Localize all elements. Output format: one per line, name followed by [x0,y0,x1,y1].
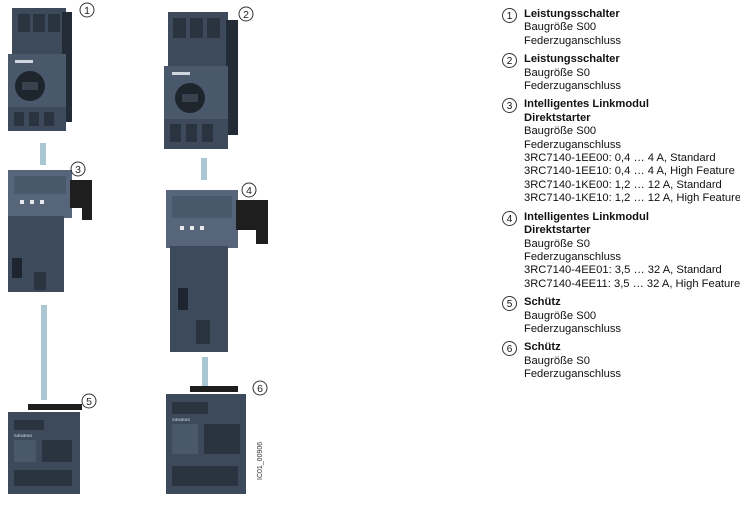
callout-circle-5 [81,393,97,409]
legend-line: Federzuganschluss [524,80,622,93]
legend-line: 3RC7140-1EE10: 0,4 … 4 A, High Feature [524,165,735,178]
legend-number: 2 [502,53,517,69]
legend-line: 3RC7140-4EE01: 3,5 … 32 A, Standard [524,264,722,277]
legend-item-1: 1 Leistungsschalter Baugröße S00 Federzu… [502,8,738,48]
legend-number: 1 [502,8,517,23]
contactor-s00 [8,404,82,494]
link-module-s0 [166,190,268,352]
legend-title: Direktstarter [524,224,591,237]
legend-title: Direktstarter [524,111,591,124]
legend-title: Leistungsschalter [524,8,620,20]
callout-circle-3 [70,161,86,177]
connectors [40,143,208,400]
mounting-bracket [236,200,268,244]
callout-number: 5 [86,396,92,408]
callout-circle-6 [252,380,268,396]
mounting-bracket [70,180,92,220]
legend-line: Federzuganschluss [524,138,622,151]
legend-line: Baugröße S00 [524,21,597,34]
legend-number: 5 [502,296,517,312]
legend-line: Baugröße S0 [524,354,590,367]
link-module-s00 [8,170,92,292]
callout-circle-1 [79,2,95,18]
legend-line: Baugröße S0 [524,237,590,250]
device-assembly-figure: 1 2 3 4 5 6 SIEMENS SIEMENS IC01_00906 [8,2,268,494]
legend-item-3: 3 Intelligentes Linkmodul Direktstarter … [502,98,740,205]
legend-item-2: 2 Leistungsschalter Baugröße S0 Federzug… [502,53,738,93]
legend-line: Baugröße S0 [524,66,590,79]
legend-line: Federzuganschluss [524,250,622,263]
connector-2-4 [201,158,207,180]
legend-title: Schütz [524,341,561,354]
siemens-label [172,72,190,75]
callout-number: 3 [75,164,81,176]
legend-item-4: 4 Intelligentes Linkmodul Direktstarter … [502,210,740,291]
legend-item-5: 5 Schütz Baugröße S00 Federzuganschluss [502,296,738,336]
callout-circle-2 [238,6,254,22]
figure-code-label: IC01_00906 [257,442,264,480]
legend-item-6: 6 Schütz Baugröße S0 Federzuganschluss [502,341,738,381]
callout-number: 2 [243,9,249,21]
legend-line: Baugröße S00 [524,125,597,138]
circuit-breaker-s00 [8,8,72,131]
callout-number: 6 [257,383,263,395]
contactor-s0 [166,386,246,494]
callouts [70,2,268,409]
callout-number: 4 [246,185,252,197]
legend-line: Federzuganschluss [524,34,622,47]
siemens-label: SIEMENS [14,433,32,438]
legend-line: 3RC7140-1EE00: 0,4 … 4 A, Standard [524,152,716,165]
legend: 1 Leistungsschalter Baugröße S00 Federzu… [502,8,740,387]
legend-line: Baugröße S00 [524,309,597,322]
siemens-label: SIEMENS [172,417,190,422]
legend-number: 4 [502,210,517,226]
legend-title: Intelligentes Linkmodul [524,210,649,223]
legend-number: 6 [502,341,517,357]
connector-1-3 [40,143,46,165]
legend-line: 3RC7140-1KE10: 1,2 … 12 A, High Feature [524,192,740,205]
legend-title: Intelligentes Linkmodul [524,98,649,111]
connector-4-6 [202,357,208,387]
legend-title: Schütz [524,296,561,309]
legend-line: 3RC7140-1KE00: 1,2 … 12 A, Standard [524,178,722,191]
legend-line: Federzuganschluss [524,322,622,335]
legend-title: Leistungsschalter [524,53,620,66]
circuit-breaker-s0 [164,12,238,149]
siemens-label [15,60,33,63]
connector-3-5 [41,305,47,400]
legend-number: 3 [502,98,517,114]
legend-line: Federzuganschluss [524,368,622,381]
callout-number: 1 [84,5,90,17]
callout-circle-4 [241,182,257,198]
legend-line: 3RC7140-4EE11: 3,5 … 32 A, High Feature [524,277,740,290]
